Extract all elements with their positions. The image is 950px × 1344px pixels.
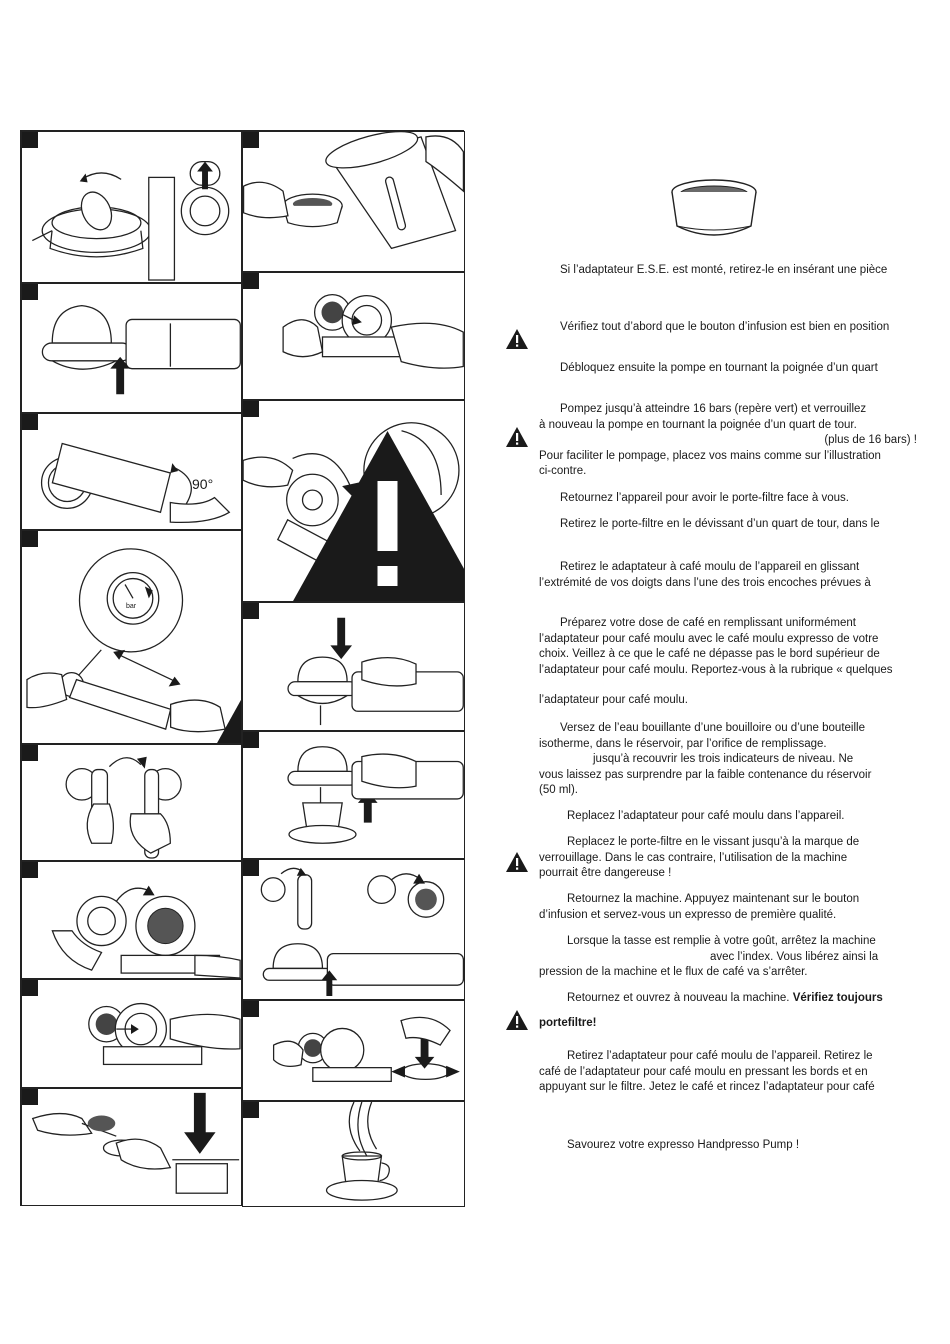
step-7-illustration (21, 979, 242, 1088)
step-number-tab-icon (22, 132, 38, 148)
step-text-3: Débloquez ensuite la pompe en tournant l… (560, 362, 878, 374)
warning-icon (506, 852, 528, 872)
remove-adapter-drawing (88, 1002, 241, 1066)
step-10-illustration (242, 272, 465, 400)
step-text-14: Retournez et ouvrez à nouveau la machine… (539, 992, 883, 1029)
step-text-6: Retirez le porte-filtre en le dévissant … (560, 518, 880, 530)
step-text-10: Replacez l’adaptateur pour café moulu da… (567, 810, 845, 822)
step-number-tab-icon (22, 1089, 38, 1105)
filter-adapter-image (671, 179, 757, 236)
step-11-illustration (242, 400, 465, 602)
step-number-tab-icon (22, 980, 38, 996)
step-1-illustration (21, 131, 242, 283)
step-text-16: Savourez votre expresso Handpresso Pump … (567, 1139, 800, 1151)
step-text-7: Retirez le adaptateur à café moulu de l’… (539, 561, 871, 589)
step-text-11: Replacez le porte-filtre en le vissant j… (539, 836, 860, 880)
gauge-bar-label: bar (126, 603, 137, 610)
step-number-tab-icon (243, 401, 259, 417)
insert-adapter-drawing (282, 294, 464, 369)
step-text-9: Versez de l’eau bouillante d’une bouillo… (539, 722, 872, 797)
step-number-tab-icon (243, 732, 259, 748)
step-text-12: Retournez la machine. Appuyez maintenant… (539, 893, 860, 921)
step-number-tab-icon (22, 862, 38, 878)
serve-espresso-drawing (287, 746, 464, 844)
coffee-cup-drawing (325, 1102, 398, 1201)
step-number-tab-icon (22, 414, 38, 430)
step-12-illustration (242, 602, 465, 731)
step-text-5: Retournez l’appareil pour avoir le porte… (560, 492, 849, 504)
step-text-4: Pompez jusqu’à atteindre 16 bars (repère… (539, 403, 917, 478)
gauge-and-pumping-drawing (26, 548, 226, 733)
warning-icon (506, 329, 528, 349)
step-16-illustration (242, 1101, 465, 1207)
step-number-tab-icon (22, 531, 38, 547)
step-15-illustration (242, 1000, 465, 1101)
step-9-illustration (242, 131, 465, 272)
pour-water-drawing (243, 132, 464, 250)
step-8-illustration (21, 1088, 242, 1206)
turn-device-drawing (65, 756, 182, 859)
remove-and-empty-adapter-drawing (272, 1016, 460, 1083)
warning-icon (506, 1010, 528, 1030)
reopen-machine-drawing (260, 867, 464, 997)
warning-icon (293, 431, 464, 601)
machine-side-pump-check-drawing (41, 305, 241, 395)
rotation-label: 90° (192, 476, 214, 492)
step-number-tab-icon (243, 860, 259, 876)
step-14-illustration (242, 859, 465, 1000)
step-number-tab-icon (243, 1102, 259, 1118)
step-4-illustration: bar (21, 530, 242, 744)
warning-icon (217, 699, 241, 743)
step-5-illustration (21, 744, 242, 861)
remove-filter-holder-drawing (51, 885, 241, 978)
warning-icon (200, 292, 242, 413)
step-13-illustration (242, 731, 465, 859)
step-text-15: Retirez l’adaptateur pour café moulu de … (539, 1050, 875, 1094)
step-number-tab-icon (243, 603, 259, 619)
step-number-tab-icon (22, 284, 38, 300)
step-text-8: Préparez votre dose de café en remplissa… (539, 617, 893, 707)
step-text-2: Vérifiez tout d’abord que le bouton d’in… (560, 321, 890, 333)
step-6-illustration (21, 861, 242, 979)
step-number-tab-icon (243, 273, 259, 289)
step-3-illustration: 90° (21, 413, 242, 530)
step-number-tab-icon (22, 745, 38, 761)
step-2-illustration (21, 283, 242, 413)
machine-top-open-drawing (32, 160, 230, 281)
fill-coffee-drawing (31, 1092, 240, 1194)
pump-handle-rotate-drawing (40, 442, 231, 524)
step-text-13: Lorsque la tasse est remplie à votre goû… (539, 935, 879, 979)
step-text-1: Si l’adaptateur E.S.E. est monté, retire… (560, 264, 888, 276)
step-number-tab-icon (243, 1001, 259, 1017)
warning-icon (435, 972, 465, 1000)
warning-icon (506, 427, 528, 447)
illustration-grid: 90° bar (20, 130, 465, 1207)
step-number-tab-icon (243, 132, 259, 148)
press-infusion-drawing (287, 617, 464, 726)
